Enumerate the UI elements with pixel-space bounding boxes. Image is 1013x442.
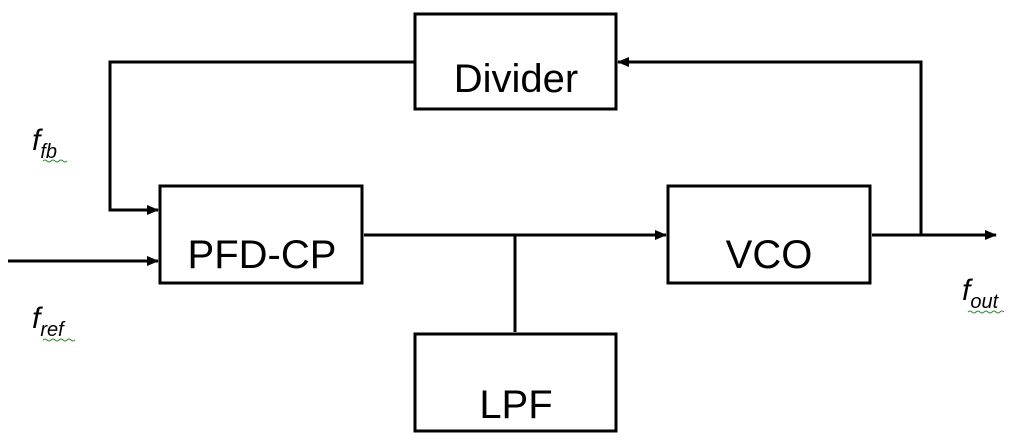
f-out-main: f	[962, 274, 973, 307]
f-fb-spellcheck-underline	[42, 159, 68, 163]
f-out-signal-label: fout	[962, 274, 1005, 314]
pfd-cp-block: PFD-CP	[158, 184, 364, 285]
f-fb-signal-label: ffb	[32, 124, 68, 163]
divider-block: Divider	[413, 12, 618, 111]
vco-to-divider-wire	[617, 57, 923, 235]
svg-text:fref: fref	[32, 302, 66, 341]
vco-block: VCO	[666, 184, 872, 285]
vco-label: VCO	[726, 233, 813, 277]
lpf-label: LPF	[479, 383, 552, 427]
f-fb-main: f	[32, 124, 43, 157]
feedback-wire	[108, 60, 415, 215]
divider-label: Divider	[454, 57, 578, 101]
f-fb-sub: fb	[40, 141, 57, 163]
pfd-cp-label: PFD-CP	[188, 233, 337, 277]
f-ref-main: f	[32, 302, 43, 335]
f-ref-signal-label: fref	[32, 302, 76, 342]
f-out-sub: out	[970, 291, 999, 313]
f-ref-sub: ref	[40, 319, 66, 341]
lpf-block: LPF	[413, 332, 618, 433]
f-out-spellcheck-underline	[967, 310, 1005, 314]
svg-text:ffb: ffb	[32, 124, 57, 163]
svg-text:fout: fout	[962, 274, 1000, 313]
f-ref-spellcheck-underline	[42, 338, 76, 342]
